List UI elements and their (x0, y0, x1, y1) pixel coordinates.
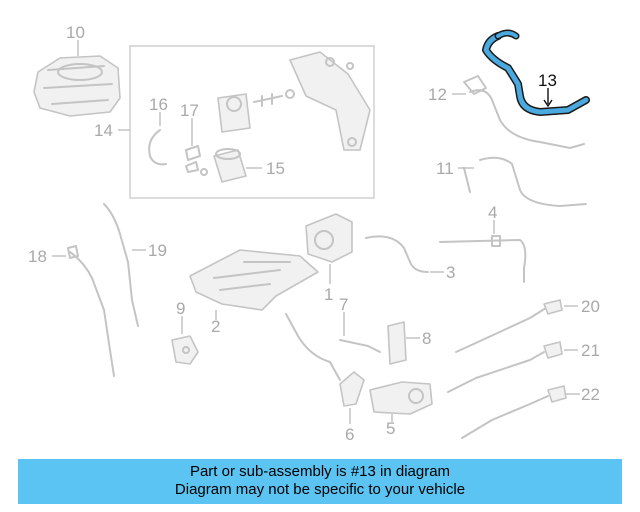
part-11-tube: 11 (436, 156, 587, 207)
callout-1[interactable]: 1 (324, 285, 333, 304)
part-7-pipe: 7 (285, 295, 381, 381)
part-13-hose-highlighted[interactable]: 13 (482, 29, 590, 116)
callout-5[interactable]: 5 (386, 419, 395, 438)
part-18-tube: 18 (28, 245, 115, 377)
part-5-valve: 5 (369, 381, 433, 438)
callout-20[interactable]: 20 (581, 297, 600, 316)
callout-2[interactable]: 2 (211, 317, 220, 336)
part-4-hose: 4 (439, 203, 527, 283)
callout-11[interactable]: 11 (436, 159, 454, 178)
part-1-pump: 1 (305, 213, 353, 304)
callout-19[interactable]: 19 (148, 241, 167, 260)
callout-9[interactable]: 9 (176, 299, 185, 318)
part-8-bracket: 8 (387, 321, 431, 365)
part-12-hose: 12 (428, 75, 585, 149)
callout-10[interactable]: 10 (66, 23, 85, 42)
banner-line-1: Part or sub-assembly is #13 in diagram (189, 463, 451, 480)
callout-21[interactable]: 21 (581, 341, 600, 360)
info-banner: Part or sub-assembly is #13 in diagram D… (18, 459, 622, 504)
part-19-tube: 19 (103, 203, 167, 327)
callout-6[interactable]: 6 (345, 425, 354, 444)
parts-diagram: 10 14 16 17 15 12 (28, 23, 600, 444)
callout-3[interactable]: 3 (446, 263, 455, 282)
part-2-manifold: 2 (189, 249, 319, 336)
callout-17[interactable]: 17 (180, 101, 199, 120)
callout-18[interactable]: 18 (28, 247, 47, 266)
callout-22[interactable]: 22 (581, 385, 600, 404)
callout-4[interactable]: 4 (488, 203, 497, 222)
callout-14[interactable]: 14 (94, 121, 113, 140)
part-3-hose: 3 (365, 235, 455, 282)
part-9-bracket: 9 (171, 299, 199, 365)
callout-15[interactable]: 15 (266, 159, 285, 178)
banner-line-2: Diagram may not be specific to your vehi… (174, 481, 466, 498)
callout-7[interactable]: 7 (339, 295, 348, 314)
part-21-sensor: 21 (447, 341, 600, 393)
part-6-bracket: 6 (339, 371, 365, 444)
callout-13[interactable]: 13 (538, 71, 557, 90)
callout-8[interactable]: 8 (422, 329, 431, 348)
part-22-sensor: 22 (461, 385, 600, 439)
part-10-canister: 10 (33, 23, 121, 117)
callout-12[interactable]: 12 (428, 85, 447, 104)
part-20-sensor: 20 (455, 297, 600, 353)
callout-16[interactable]: 16 (149, 95, 168, 114)
part-14-assembly-box: 14 16 17 15 (94, 45, 375, 199)
